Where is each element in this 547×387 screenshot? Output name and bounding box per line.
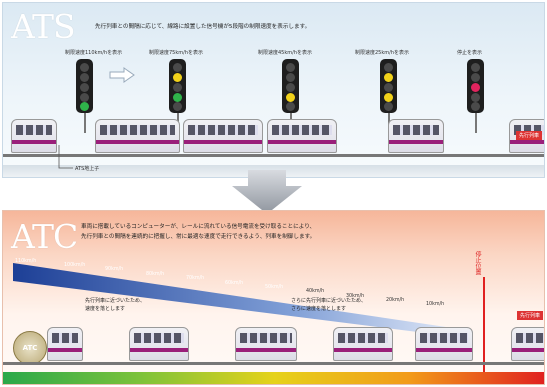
note-1-line2: 速度を落とします	[85, 306, 126, 312]
train	[267, 119, 337, 153]
speed-label: 70km/h	[186, 276, 205, 281]
atc-description-line1: 車両に搭載しているコンピューターが、レールに流れている信号電流を受け取ることによ…	[81, 224, 316, 230]
signal-yellow-yellow	[380, 59, 397, 113]
signal-label-4: 制限速度25km/hを表示	[355, 50, 409, 56]
speed-label: 110km/h	[15, 259, 37, 264]
signal-label-1: 制限速度110km/hを表示	[65, 50, 123, 56]
rail	[3, 362, 544, 365]
speed-label: 90km/h	[105, 267, 124, 272]
train	[95, 119, 180, 153]
callout-line	[58, 145, 73, 169]
speed-label: 40km/h	[306, 289, 325, 294]
train	[11, 119, 57, 153]
signal-current-track	[3, 372, 544, 384]
stop-line	[483, 277, 485, 373]
down-arrow-icon	[232, 170, 302, 214]
speed-label: 80km/h	[146, 272, 165, 277]
signal-green	[76, 59, 93, 113]
speed-label: 100km/h	[64, 263, 86, 268]
note-2-line1: さらに先行列車に近づいたため、	[291, 298, 367, 304]
speed-label: 30km/h	[346, 294, 365, 299]
speed-label: 20km/h	[386, 298, 405, 303]
speed-label: 60km/h	[225, 281, 244, 286]
signal-red	[467, 59, 484, 113]
train	[129, 327, 189, 361]
ats-title: ATS	[11, 7, 76, 46]
signal-pole	[84, 113, 86, 133]
atc-title: ATC	[11, 217, 78, 256]
signal-yellow-green	[169, 59, 186, 113]
train	[415, 327, 473, 361]
ats-description: 先行列車との間隔に応じて、線路に設置した信号機が5段階の制限速度を表示します。	[95, 24, 311, 30]
atc-description-line2: 先行列車との間隔を連続的に把握し、常に最適な速度で走行できるよう、列車を制御しま…	[81, 234, 316, 240]
preceding-train	[511, 327, 544, 361]
signal-pole	[475, 113, 477, 133]
preceding-train-label: 先行列車	[517, 311, 544, 320]
train	[333, 327, 393, 361]
train	[47, 327, 83, 361]
signal-label-2: 制限速度75km/hを表示	[149, 50, 203, 56]
speed-label: 10km/h	[426, 302, 445, 307]
signal-label-3: 制限速度45km/hを表示	[258, 50, 312, 56]
preceding-train-label: 先行列車	[516, 131, 543, 140]
note-2-line2: さらに速度を落とします	[291, 306, 347, 312]
train	[183, 119, 263, 153]
speed-label: 50km/h	[265, 285, 284, 290]
speed-bar	[13, 263, 473, 339]
note-1-line1: 先行列車に近づいたため、	[85, 298, 146, 304]
ats-panel: ATS 先行列車との間隔に応じて、線路に設置した信号機が5段階の制限速度を表示し…	[2, 2, 545, 178]
atc-badge: ATC	[13, 331, 47, 365]
train	[388, 119, 444, 153]
ground-coil-label: ATS地上子	[75, 166, 100, 172]
signal-yellow	[282, 59, 299, 113]
signal-label-5: 停止を表示	[457, 50, 483, 56]
speed-profile	[13, 263, 473, 339]
atc-panel: ATC 車両に搭載しているコンピューターが、レールに流れている信号電流を受け取る…	[2, 210, 545, 385]
rail	[3, 154, 544, 157]
right-arrow-icon	[109, 67, 135, 83]
train	[235, 327, 297, 361]
stop-position-label: 停止位置	[474, 251, 481, 275]
